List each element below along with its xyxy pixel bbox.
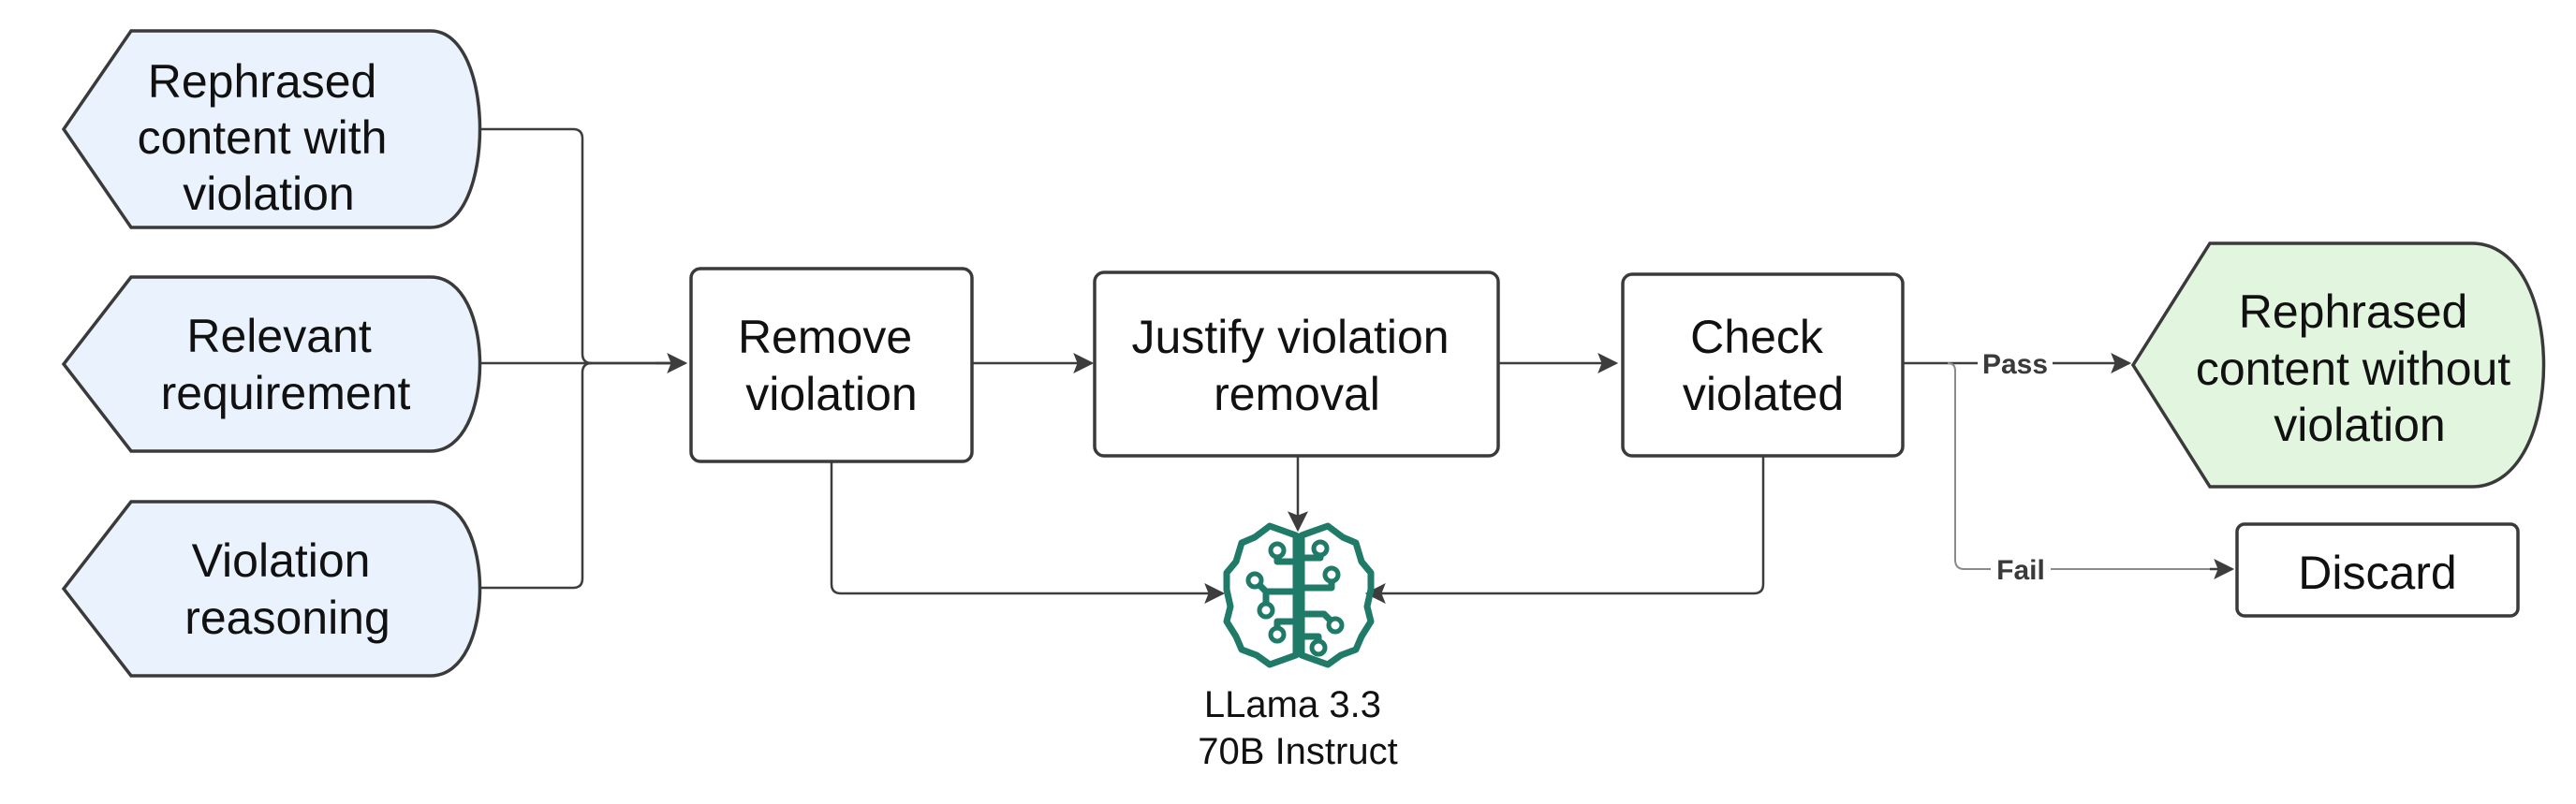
step-box [1621,272,1905,458]
step-remove-violation: Remove violation [689,267,974,463]
input-label: Relevant requirement [161,310,411,419]
edge-input1-to-remove [479,127,682,365]
edge-labels: Pass Fail [1978,344,2053,586]
input-shape [61,500,482,678]
process-steps: Remove violation Justify violation remov… [689,267,1905,463]
edge-remove-to-model [830,461,1226,604]
brain-circuit-icon [1223,522,1375,668]
connectors [479,127,2235,604]
edge-check-to-discard [1947,362,2232,570]
pass-label: Pass [1982,349,2048,380]
step-box [1093,270,1500,458]
input-shape [61,275,482,453]
output-rephrased-without-violation: Rephrased content without violation [2130,241,2546,489]
input-label: Violation reasoning [184,534,390,644]
step-label: Remove violation [738,311,925,420]
input-shape [61,29,482,229]
step-justify-violation-removal: Justify violation removal [1093,270,1500,458]
step-check-violated: Check violated [1621,272,1905,458]
output-label: Rephrased content without violation [2196,285,2524,451]
step-box [689,267,974,463]
discard-box [2235,522,2520,618]
edge-input3-to-remove [479,361,593,590]
output-shape [2130,241,2546,489]
fail-label-bg [1991,550,2051,586]
step-label: Check violated [1683,311,1844,420]
input-label: Rephrased content with violation [138,55,401,220]
input-rephrased-with-violation: Rephrased content with violation [61,29,482,229]
fail-label: Fail [1996,555,2045,586]
model-label: LLama 3.3 70B Instruct [1198,684,1397,772]
step-label: Justify violation removal [1132,311,1463,420]
input-relevant-requirement: Relevant requirement [61,275,482,453]
discard-label: Discard [2298,547,2456,599]
discard-node: Discard [2235,522,2520,618]
edge-check-to-model [1364,456,1765,604]
input-nodes: Rephrased content with violation Relevan… [61,29,482,678]
llm-model: LLama 3.3 70B Instruct [1198,522,1398,772]
pass-label-bg [1978,344,2053,380]
input-violation-reasoning: Violation reasoning [61,500,482,678]
